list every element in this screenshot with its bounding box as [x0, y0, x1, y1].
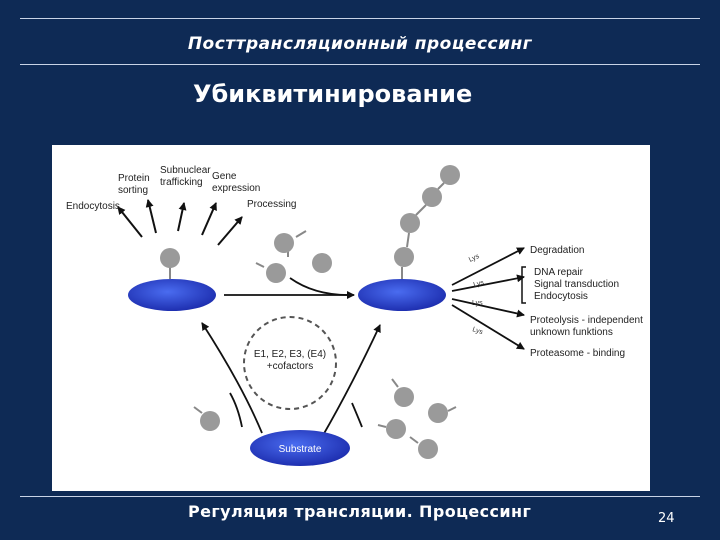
- label-trafficking: trafficking: [160, 177, 203, 188]
- ubiquitin-substrate-left: [200, 411, 220, 431]
- ubiquitin-chain: [440, 165, 460, 185]
- ubiquitin-left: [160, 248, 180, 268]
- label-signal-transduction: Signal transduction: [534, 279, 619, 290]
- label-gene: Gene: [212, 171, 237, 182]
- ubiquitin-free: [266, 263, 286, 283]
- label-subnuclear: Subnuclear: [160, 165, 211, 176]
- ubiquitin-free: [274, 233, 294, 253]
- ubiquitin-chain: [394, 247, 414, 267]
- label-lys-4: Lys: [471, 326, 484, 336]
- label-processing: Processing: [247, 199, 296, 210]
- label-degradation: Degradation: [530, 245, 584, 256]
- ubiquitin-released: [428, 403, 448, 423]
- label-protein: Protein: [118, 173, 150, 184]
- ubiquitination-diagram: Endocytosis Protein sorting Subnuclear t…: [66, 165, 643, 466]
- footer-rule: [20, 496, 700, 497]
- substrate-ellipse: [250, 430, 350, 466]
- ubiquitin-chain: [400, 213, 420, 233]
- protein-ellipse-left: [128, 279, 216, 311]
- header-bottom-rule: [20, 64, 700, 65]
- ubiquitin-released: [394, 387, 414, 407]
- label-proteasome-binding: Proteasome - binding: [530, 348, 625, 359]
- label-substrate: Substrate: [279, 444, 322, 455]
- label-unknown-functions: unknown funktions: [530, 327, 613, 338]
- page-number: 24: [658, 511, 675, 526]
- label-proteolysis: Proteolysis - independent: [530, 315, 643, 326]
- label-lys-2: Lys: [473, 279, 486, 289]
- label-expression: expression: [212, 183, 260, 194]
- ubiquitin-chain: [422, 187, 442, 207]
- label-endocytosis-right: Endocytosis: [534, 291, 588, 302]
- label-lys-3: Lys: [472, 300, 483, 307]
- bracket: [521, 266, 526, 304]
- ubiquitin-released: [418, 439, 438, 459]
- ubiquitination-figure: Endocytosis Protein sorting Subnuclear t…: [52, 145, 650, 491]
- ubiquitin-released: [386, 419, 406, 439]
- protein-ellipse-right: [358, 279, 446, 311]
- label-lys-1: Lys: [468, 253, 481, 264]
- slide-footer: Регуляция трансляции. Процессинг: [188, 502, 532, 521]
- slide-header: Посттрансляционный процессинг: [187, 34, 533, 54]
- label-cofactors: +cofactors: [267, 361, 313, 372]
- label-sorting: sorting: [118, 185, 148, 196]
- header-top-rule: [20, 18, 700, 19]
- slide-title: Убиквитинирование: [193, 80, 473, 108]
- ubiquitin-free: [312, 253, 332, 273]
- enzyme-cycle: [243, 316, 337, 410]
- label-dna-repair: DNA repair: [534, 267, 584, 278]
- label-endocytosis: Endocytosis: [66, 201, 120, 212]
- label-enzymes: E1, E2, E3, (E4): [254, 349, 326, 360]
